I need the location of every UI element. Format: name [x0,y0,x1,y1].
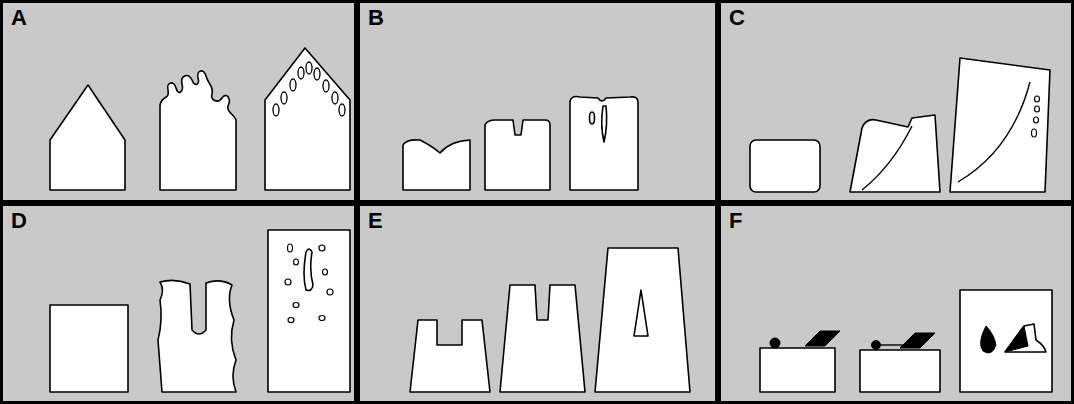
panel-label: A [11,7,27,29]
panel-c-figures [750,58,1050,192]
figure-panel: D [3,206,354,401]
figure-panel: F [721,206,1071,401]
panel-d-figures [50,230,350,392]
figure-panel: A [3,3,354,200]
figure-panel: E [360,206,715,401]
panel-e-figures [410,248,690,392]
panel-f-figures [760,290,1052,392]
panel-b-figures [403,97,638,191]
panel-a-figures [50,48,350,190]
figure-panel: B [360,3,715,200]
figure-panel: C [721,3,1071,200]
panel-label: E [368,210,383,232]
panel-label: B [368,7,384,29]
panel-label: C [729,7,745,29]
panel-grounds [3,3,1071,401]
panel-label: D [11,210,27,232]
panel-label: F [729,210,742,232]
